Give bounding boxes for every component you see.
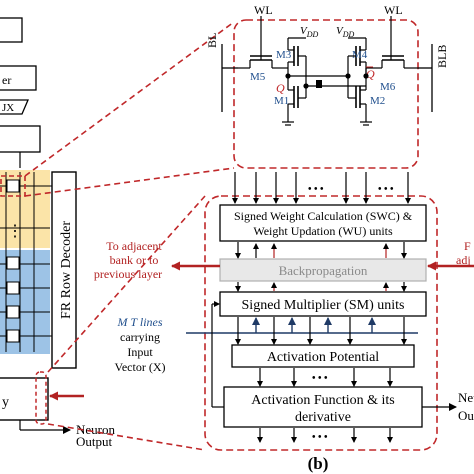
memory-cell (6, 179, 20, 193)
partial-label-y: y (2, 395, 9, 410)
top-dots-1: • • • (308, 184, 324, 195)
bl-label: BL (205, 33, 219, 48)
sram-cell-panel: BL BLB WL WL M5 M6 VDD VDD (205, 3, 449, 169)
sm-box (219, 291, 427, 317)
mt-lines-line-2: carrying (120, 330, 160, 344)
top-dots-2: • • • (378, 184, 394, 195)
right-cut-label-2: adj (456, 253, 471, 267)
swc-label-1: Signed Weight Calculation (SWC) & (234, 209, 413, 223)
right-cut-label-1: F (464, 239, 471, 253)
m3-label: M3 (276, 49, 292, 61)
processing-unit-panel: • • • • • • Signed Weight Calculation (S… (171, 172, 474, 451)
neuron-output-right-2: Ou (458, 408, 474, 423)
backprop-box (219, 258, 427, 282)
mt-lines-line-1: M T lines (116, 315, 162, 329)
m4-label: M4 (352, 49, 368, 61)
qbar-label: Q (366, 67, 375, 81)
adjacent-bank-line-2: bank or to (110, 253, 159, 267)
m2-label: M2 (370, 95, 385, 107)
swc-label-2: Weight Updation (WU) units (253, 224, 393, 238)
mid-dots: • • • (312, 373, 328, 384)
left-panel: er JX ⋮ FR Row Decoder (0, 17, 115, 449)
mt-lines-line-4: Vector (X) (115, 360, 166, 374)
activation-function-label-2: derivative (295, 410, 351, 425)
zoom-connectors (24, 21, 235, 451)
sram-dashed-frame (233, 19, 419, 169)
partial-label-jx: JX (2, 102, 14, 114)
vdd-right-label: VDD (336, 25, 355, 39)
swc-box (219, 204, 427, 242)
highlight-cell-box (0, 175, 26, 197)
row-decoder-label: FR Row Decoder (59, 221, 74, 319)
memory-cell (6, 329, 20, 343)
m6-label: M6 (380, 81, 396, 93)
activation-function-label-1: Activation Function & its (251, 393, 395, 408)
vdd-left-label: VDD (300, 25, 319, 39)
annotations: To adjacent bank or to previous layer M … (94, 239, 471, 374)
mt-lines-line-3: Input (127, 345, 153, 359)
wl-right-label: WL (384, 3, 403, 17)
memory-cell (6, 305, 20, 319)
activation-potential-box (231, 344, 415, 368)
row-decoder-box (51, 171, 77, 369)
vertical-ellipsis: ⋮ (7, 223, 23, 240)
adjacent-bank-line-3: previous layer (94, 267, 162, 281)
m5-label: M5 (250, 71, 266, 83)
activation-potential-label: Activation Potential (267, 350, 379, 365)
neuron-output-label-left-2: Output (76, 434, 113, 449)
figure-caption: (b) (308, 454, 329, 473)
m1-label: M1 (274, 95, 289, 107)
neuron-output-label-left-1: Neuron (76, 422, 115, 437)
wl-left-label: WL (254, 3, 273, 17)
partial-label-er: er (2, 73, 11, 87)
memory-cell (6, 256, 20, 270)
neuron-output-right-1: Neur (458, 390, 474, 405)
memory-cell (6, 281, 20, 295)
low-dots: • • • (312, 432, 328, 443)
sm-label: Signed Multiplier (SM) units (242, 298, 405, 313)
adjacent-bank-line-1: To adjacent (106, 239, 162, 253)
blb-label: BLB (435, 45, 449, 68)
q-label: Q (276, 81, 285, 95)
backprop-label: Backpropagation (279, 263, 368, 278)
